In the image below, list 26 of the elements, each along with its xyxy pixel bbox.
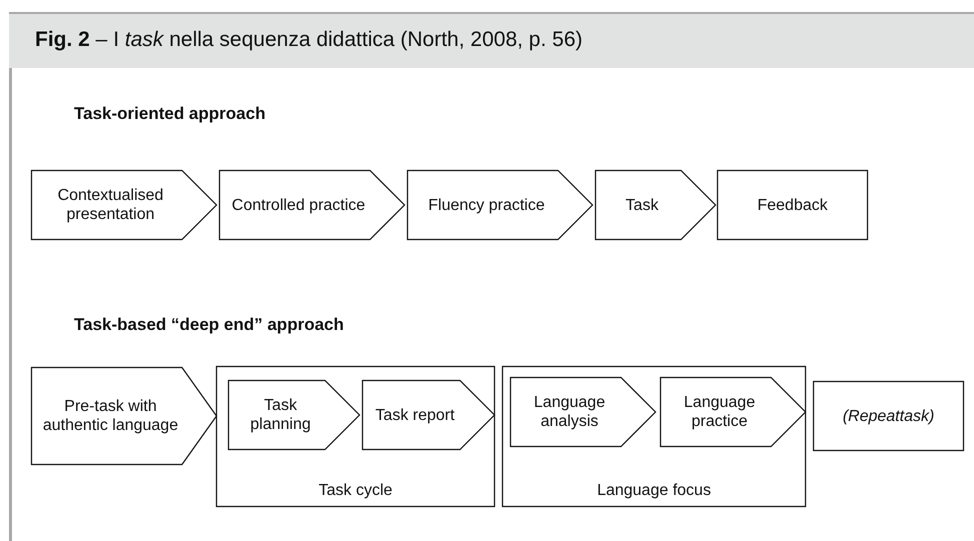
section-heading: Task-oriented approach xyxy=(74,104,266,124)
step-label: Task planning xyxy=(249,396,312,435)
chevron-step xyxy=(31,367,217,465)
step-label: Task xyxy=(624,196,660,216)
chevron-step xyxy=(407,170,593,240)
step-label: Contextualised presentation xyxy=(56,186,164,225)
chevron-step xyxy=(595,170,716,240)
step-label: Pre-task with authentic language xyxy=(42,397,180,436)
step-label: Controlled practice xyxy=(230,196,366,216)
section-heading: Task-based “deep end” approach xyxy=(74,315,344,335)
process-box xyxy=(717,170,868,240)
chevron-step xyxy=(219,170,405,240)
group-title: Language focus xyxy=(596,480,712,500)
chevron-step xyxy=(362,380,495,450)
group-frame xyxy=(502,366,806,507)
step-label: Fluency practice xyxy=(427,196,546,216)
chevron-step xyxy=(31,170,217,240)
step-label: Language analysis xyxy=(532,393,606,432)
process-box xyxy=(813,381,964,451)
group-title: Task cycle xyxy=(318,480,394,500)
figure-title: Fig. 2 – I task nella sequenza didattica (North, 2008, p. 56) xyxy=(35,28,582,52)
chevron-step xyxy=(228,380,360,450)
step-label: (Repeattask) xyxy=(842,406,936,426)
step-label: Language practice xyxy=(682,393,756,432)
step-label: Task report xyxy=(374,406,456,426)
step-label: Feedback xyxy=(756,196,829,216)
